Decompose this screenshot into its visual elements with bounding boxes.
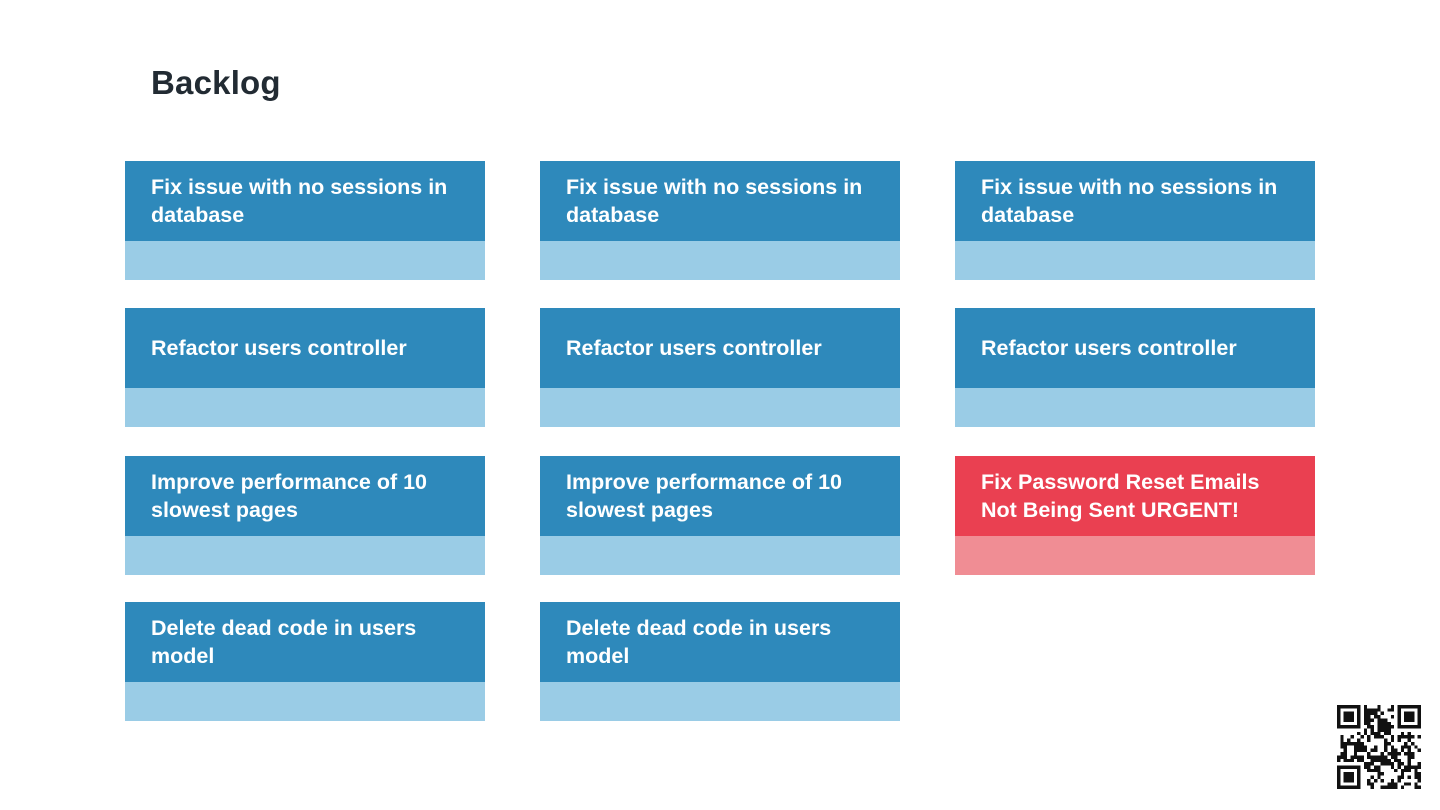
backlog-card[interactable]: Refactor users controller <box>955 308 1315 427</box>
card-footer <box>125 682 485 721</box>
card-footer <box>125 536 485 575</box>
card-footer <box>955 388 1315 427</box>
urgent-backlog-card[interactable]: Fix Password Reset Emails Not Being Sent… <box>955 456 1315 575</box>
backlog-card[interactable]: Fix issue with no sessions in database <box>540 161 900 280</box>
page-title: Backlog <box>151 64 281 101</box>
card-title: Delete dead code in users model <box>540 602 900 682</box>
backlog-card[interactable]: Improve performance of 10 slowest pages <box>125 456 485 575</box>
card-title: Delete dead code in users model <box>125 602 485 682</box>
card-title: Refactor users controller <box>125 308 485 388</box>
card-title: Fix Password Reset Emails Not Being Sent… <box>955 456 1315 536</box>
backlog-card[interactable]: Refactor users controller <box>540 308 900 427</box>
card-footer <box>540 682 900 721</box>
card-title: Refactor users controller <box>540 308 900 388</box>
card-title: Improve performance of 10 slowest pages <box>125 456 485 536</box>
backlog-card[interactable]: Delete dead code in users model <box>125 602 485 721</box>
card-title: Fix issue with no sessions in database <box>955 161 1315 241</box>
card-title: Fix issue with no sessions in database <box>540 161 900 241</box>
backlog-card[interactable]: Refactor users controller <box>125 308 485 427</box>
backlog-card[interactable]: Fix issue with no sessions in database <box>955 161 1315 280</box>
card-footer <box>955 536 1315 575</box>
backlog-card[interactable]: Fix issue with no sessions in database <box>125 161 485 280</box>
backlog-card[interactable]: Delete dead code in users model <box>540 602 900 721</box>
card-footer <box>540 388 900 427</box>
card-title: Refactor users controller <box>955 308 1315 388</box>
card-footer <box>540 241 900 280</box>
card-footer <box>955 241 1315 280</box>
backlog-card[interactable]: Improve performance of 10 slowest pages <box>540 456 900 575</box>
card-title: Fix issue with no sessions in database <box>125 161 485 241</box>
card-footer <box>540 536 900 575</box>
qr-code-icon <box>1337 705 1421 789</box>
card-footer <box>125 241 485 280</box>
card-footer <box>125 388 485 427</box>
card-title: Improve performance of 10 slowest pages <box>540 456 900 536</box>
